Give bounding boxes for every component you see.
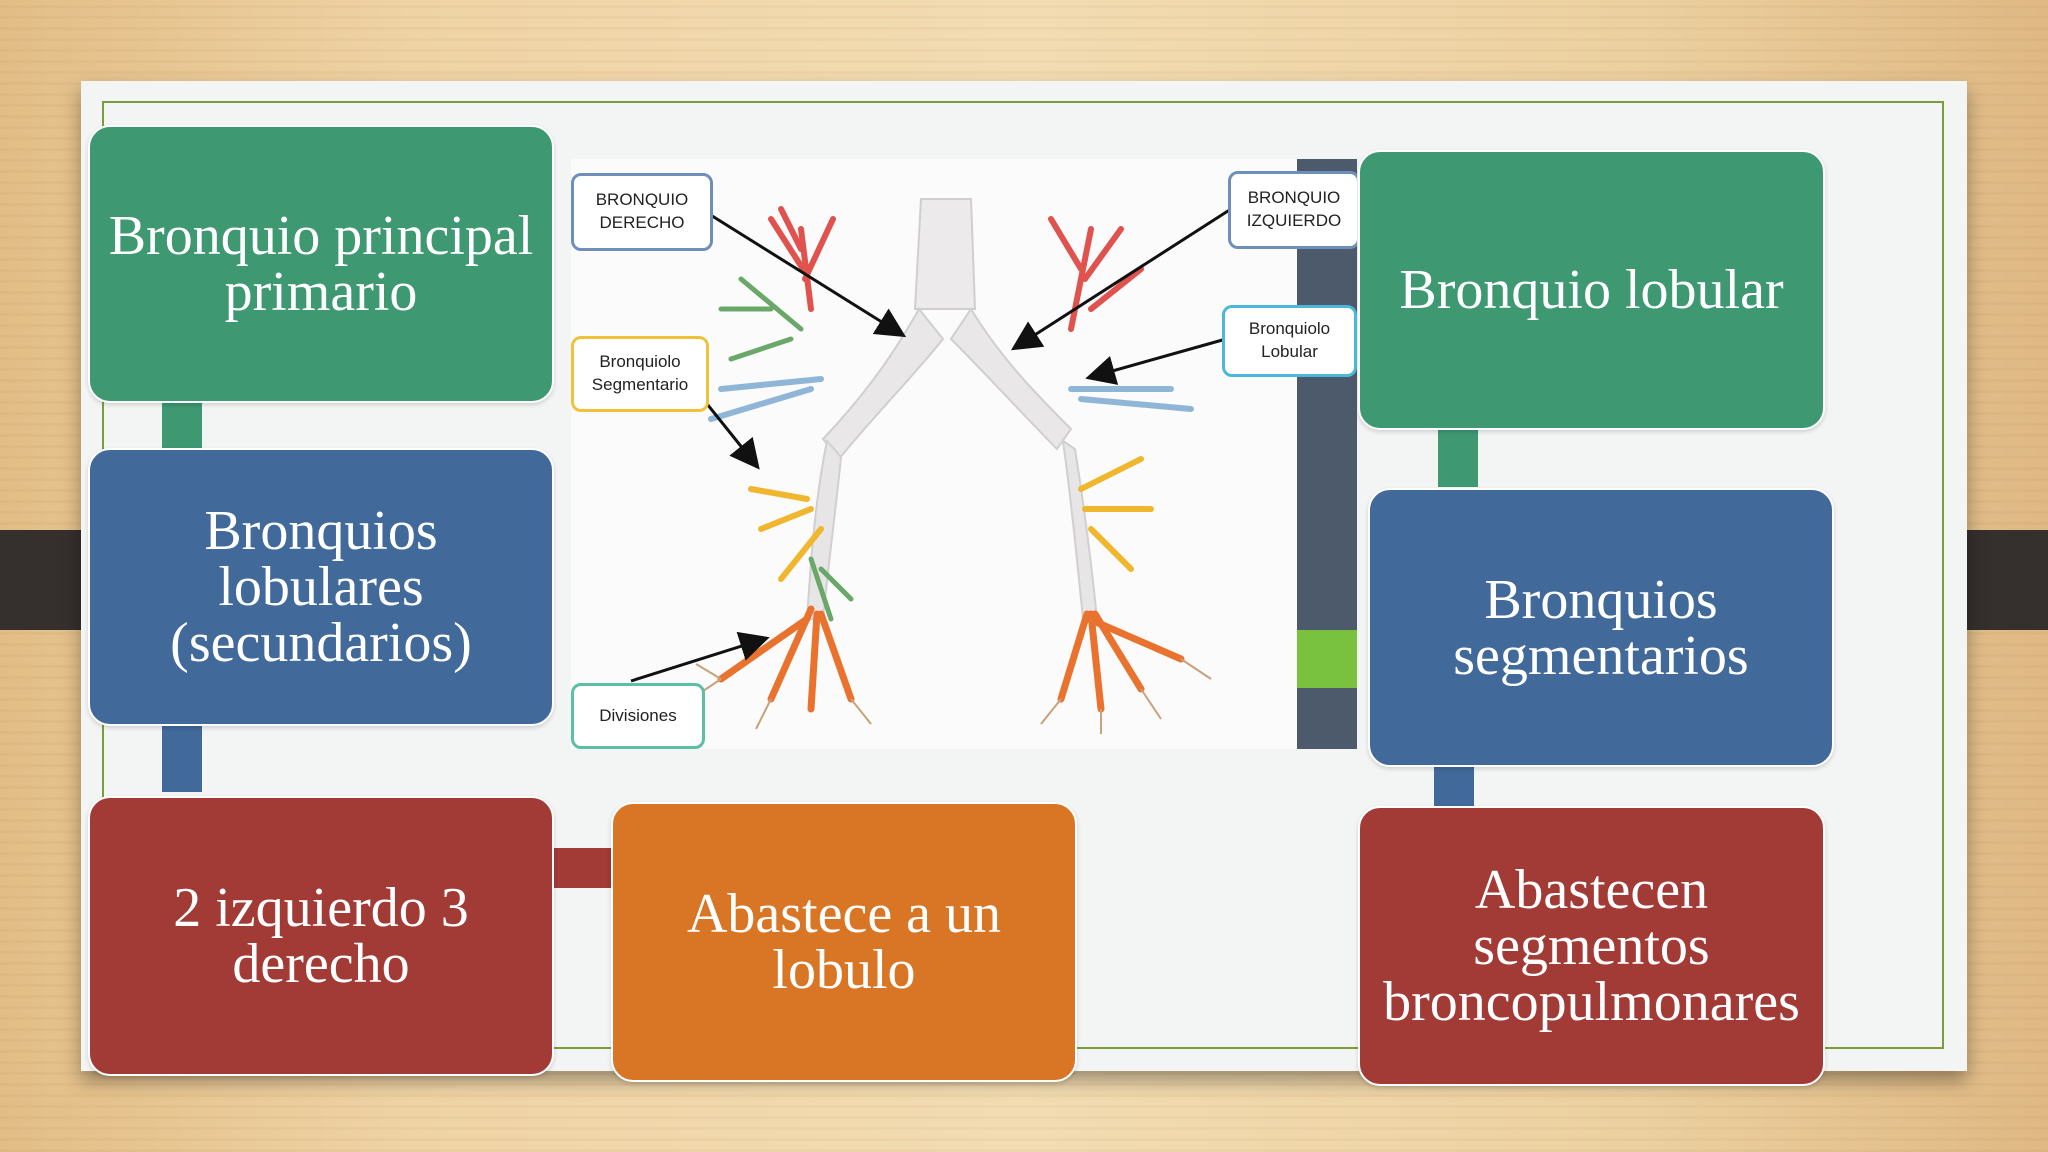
callout-bronquiolo-segmentario: Bronquiolo Segmentario bbox=[571, 336, 709, 412]
callout-divisiones: Divisiones bbox=[571, 683, 705, 749]
box-izquierdo-derecho-text: 2 izquierdo 3 derecho bbox=[173, 877, 469, 995]
bronchial-tree-illustration bbox=[630, 159, 1357, 749]
connector-lobular-segmentarios bbox=[1438, 425, 1478, 487]
callout-bronquio-izquierdo: BRONQUIO IZQUIERDO bbox=[1228, 171, 1357, 249]
box-bronquios-lobulares: Bronquios lobulares (secundarios) bbox=[88, 448, 554, 726]
box-abastecen-segmentos-text: Abastecen segmentos broncopulmonares bbox=[1383, 859, 1800, 1033]
callout-bronquio-derecho: BRONQUIO DERECHO bbox=[571, 173, 713, 251]
box-abastece-lobulo: Abastece a un lobulo bbox=[611, 802, 1077, 1082]
connector-segmentarios-abastecen bbox=[1434, 762, 1474, 807]
box-bronquios-segmentarios: Bronquios segmentarios bbox=[1368, 488, 1834, 767]
box-izquierdo-derecho: 2 izquierdo 3 derecho bbox=[88, 796, 554, 1076]
box-bronquio-lobular-text: Bronquio lobular bbox=[1399, 259, 1784, 321]
box-abastecen-segmentos: Abastecen segmentos broncopulmonares bbox=[1358, 806, 1825, 1086]
connector-principal-lobulares bbox=[162, 400, 202, 450]
box-bronquio-principal: Bronquio principal primario bbox=[88, 125, 554, 403]
box-abastece-lobulo-text: Abastece a un lobulo bbox=[686, 883, 1002, 1001]
box-bronquio-principal-text: Bronquio principal primario bbox=[108, 205, 534, 323]
bronchial-tree-figure: BRONQUIO DERECHO BRONQUIO IZQUIERDO Bron… bbox=[571, 159, 1357, 749]
callout-bronquiolo-lobular: Bronquiolo Lobular bbox=[1222, 305, 1357, 377]
box-bronquio-lobular: Bronquio lobular bbox=[1358, 150, 1825, 430]
left-dark-band bbox=[0, 530, 90, 630]
connector-izq-der-abastece bbox=[552, 848, 612, 888]
box-bronquios-segmentarios-text: Bronquios segmentarios bbox=[1453, 568, 1749, 687]
box-bronquios-lobulares-text: Bronquios lobulares (secundarios) bbox=[170, 500, 472, 674]
connector-lobulares-izq-der bbox=[162, 722, 202, 792]
